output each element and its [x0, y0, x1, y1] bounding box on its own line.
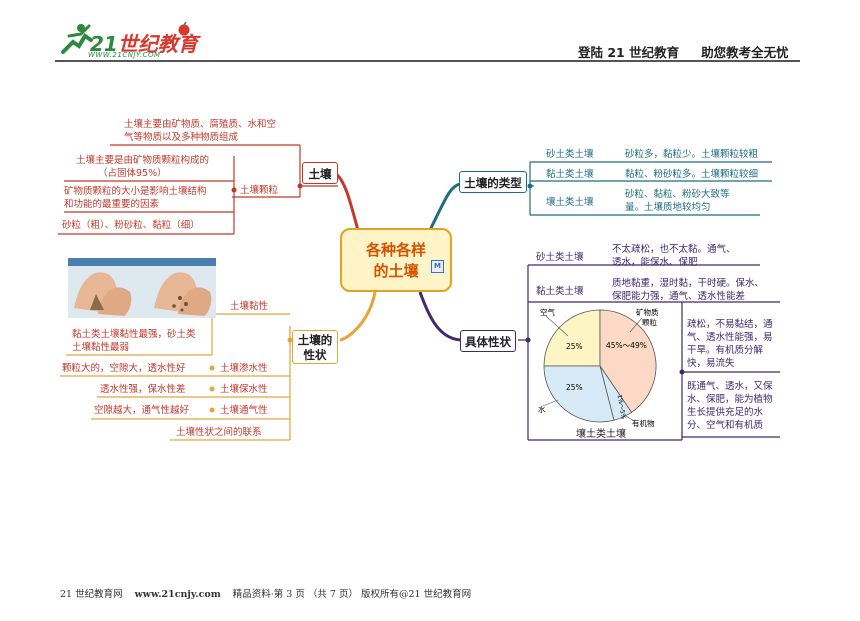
property-aeration-name: 土壤通气性	[220, 405, 268, 416]
particle-item-3: 砂粒（粗）、粉砂粒、黏粒（细）	[62, 220, 200, 231]
specific-clay-desc-line2: 保肥能力强，通气、透水性能差	[612, 291, 746, 302]
type-clay-desc: 黏粒、粉砂粒多。土壤颗粒较细	[625, 169, 759, 180]
loam-desc-1-line1: 疏松，不易黏结，通	[687, 319, 773, 330]
specific-sandy-name: 砂土类土壤	[536, 252, 584, 263]
pie-label-mineral-b: 颗粒	[642, 317, 657, 327]
loam-desc-1-line4: 快，易流失	[687, 358, 735, 369]
pie-pct-organic: 1%～5%	[616, 394, 627, 420]
property-aeration-desc: 空隙越大，通气性越好	[94, 405, 190, 416]
specific-clay-desc-line1: 质地黏重，湿时黏，干时硬。保水、	[612, 278, 765, 289]
pie-slice-air	[543, 309, 601, 367]
loam-desc-2-line4: 分、空气和有机质	[687, 420, 764, 431]
soil-composition-line2: 气等物质以及多种物质组成	[124, 132, 239, 143]
type-clay-name: 黏土类土壤	[546, 169, 594, 180]
header-slogan: 登陆 21 世纪教育助您教考全无忧	[578, 45, 789, 60]
pie-slice-mineral	[599, 309, 657, 413]
type-loam-desc-line2: 量。土壤质地较均匀	[625, 202, 711, 213]
type-loam-name: 壤土类土壤	[546, 197, 594, 208]
mindmap-badge-icon: M	[431, 260, 444, 273]
node-specific-properties: 具体性状	[460, 330, 516, 352]
property-viscosity-desc-line2: 土壤黏性最弱	[72, 342, 130, 353]
specific-clay-name: 黏土类土壤	[536, 286, 584, 297]
particle-item-1-line1: 土壤主要是由矿物质颗粒构成的	[76, 155, 210, 166]
specific-sandy-desc-line1: 不太疏松，也不太黏。通气、	[612, 244, 736, 255]
property-viscosity-desc-line1: 黏土类土壤黏性最强，砂土类	[72, 329, 196, 340]
pie-slice-water	[543, 365, 615, 423]
particle-item-2-line1: 矿物质颗粒的大小是影响土壤结构	[64, 186, 207, 197]
hands-soil-photo	[68, 258, 216, 318]
loam-composition-pie: 空气 矿物质 颗粒 水 有机物 25% 45%～49% 25% 1%～5%	[538, 307, 659, 428]
node-soil-particle: 土壤颗粒	[240, 185, 279, 196]
loam-desc-2-line1: 既通气、透水，又保	[687, 381, 773, 392]
loam-desc-2-line3: 生长提供充足的水	[687, 407, 764, 418]
apple-icon	[178, 22, 190, 36]
property-permeability-desc: 颗粒大的，空隙大，透水性好	[62, 363, 186, 374]
loam-desc-1-line2: 气、透水性能强，易	[687, 332, 773, 343]
loam-desc-1-line3: 干旱。有机质分解	[687, 345, 764, 356]
pie-pct-air: 25%	[566, 342, 583, 351]
property-water-retention-name: 土壤保水性	[220, 384, 268, 395]
center-topic: 各种各样 的土壤 M	[340, 228, 452, 292]
runner-icon	[61, 24, 93, 54]
pie-pct-water: 25%	[566, 383, 583, 392]
soil-composition-line1: 土壤主要由矿物质、腐殖质、水和空	[124, 119, 277, 130]
property-water-retention-desc: 透水性强，保水性差	[100, 384, 186, 395]
node-soil: 土壤	[302, 162, 338, 184]
node-soil-types: 土壤的类型	[459, 171, 527, 193]
logo	[55, 22, 195, 62]
pie-pct-mineral: 45%～49%	[606, 341, 647, 350]
pie-title: 壤土类土壤	[576, 429, 626, 440]
footer-url[interactable]: www.21cnjy.com	[134, 589, 221, 600]
pie-label-water: 水	[538, 404, 546, 414]
particle-item-1-line2: （占固体95%）	[98, 168, 167, 179]
logo-url: WWW.21CNJY.COM	[88, 51, 161, 59]
pie-label-organic: 有机物	[632, 418, 655, 428]
type-sandy-desc: 砂粒多，黏粒少。土壤颗粒较粗	[625, 149, 759, 160]
node-soil-properties: 土壤的 性状	[292, 330, 338, 364]
specific-sandy-desc-line2: 透水，能保水、保肥	[612, 257, 698, 268]
logo-text: 21世纪教育	[90, 32, 198, 56]
property-viscosity-name: 土壤黏性	[230, 301, 269, 312]
property-permeability-name: 土壤渗水性	[220, 363, 268, 374]
loam-desc-2-line2: 水、保肥，能为植物	[687, 394, 773, 405]
header-divider	[55, 60, 800, 62]
pie-label-air: 空气	[540, 307, 555, 317]
hands-holding-soil-icon	[68, 258, 216, 318]
type-loam-desc-line1: 砂粒、黏粒、粉砂大致等	[625, 189, 730, 200]
property-relation-name: 土壤性状之间的联系	[176, 427, 262, 438]
type-sandy-name: 砂土类土壤	[546, 149, 594, 160]
pie-label-mineral-a: 矿物质	[636, 307, 659, 317]
particle-item-2-line2: 和功能的最重要的因素	[64, 199, 160, 210]
